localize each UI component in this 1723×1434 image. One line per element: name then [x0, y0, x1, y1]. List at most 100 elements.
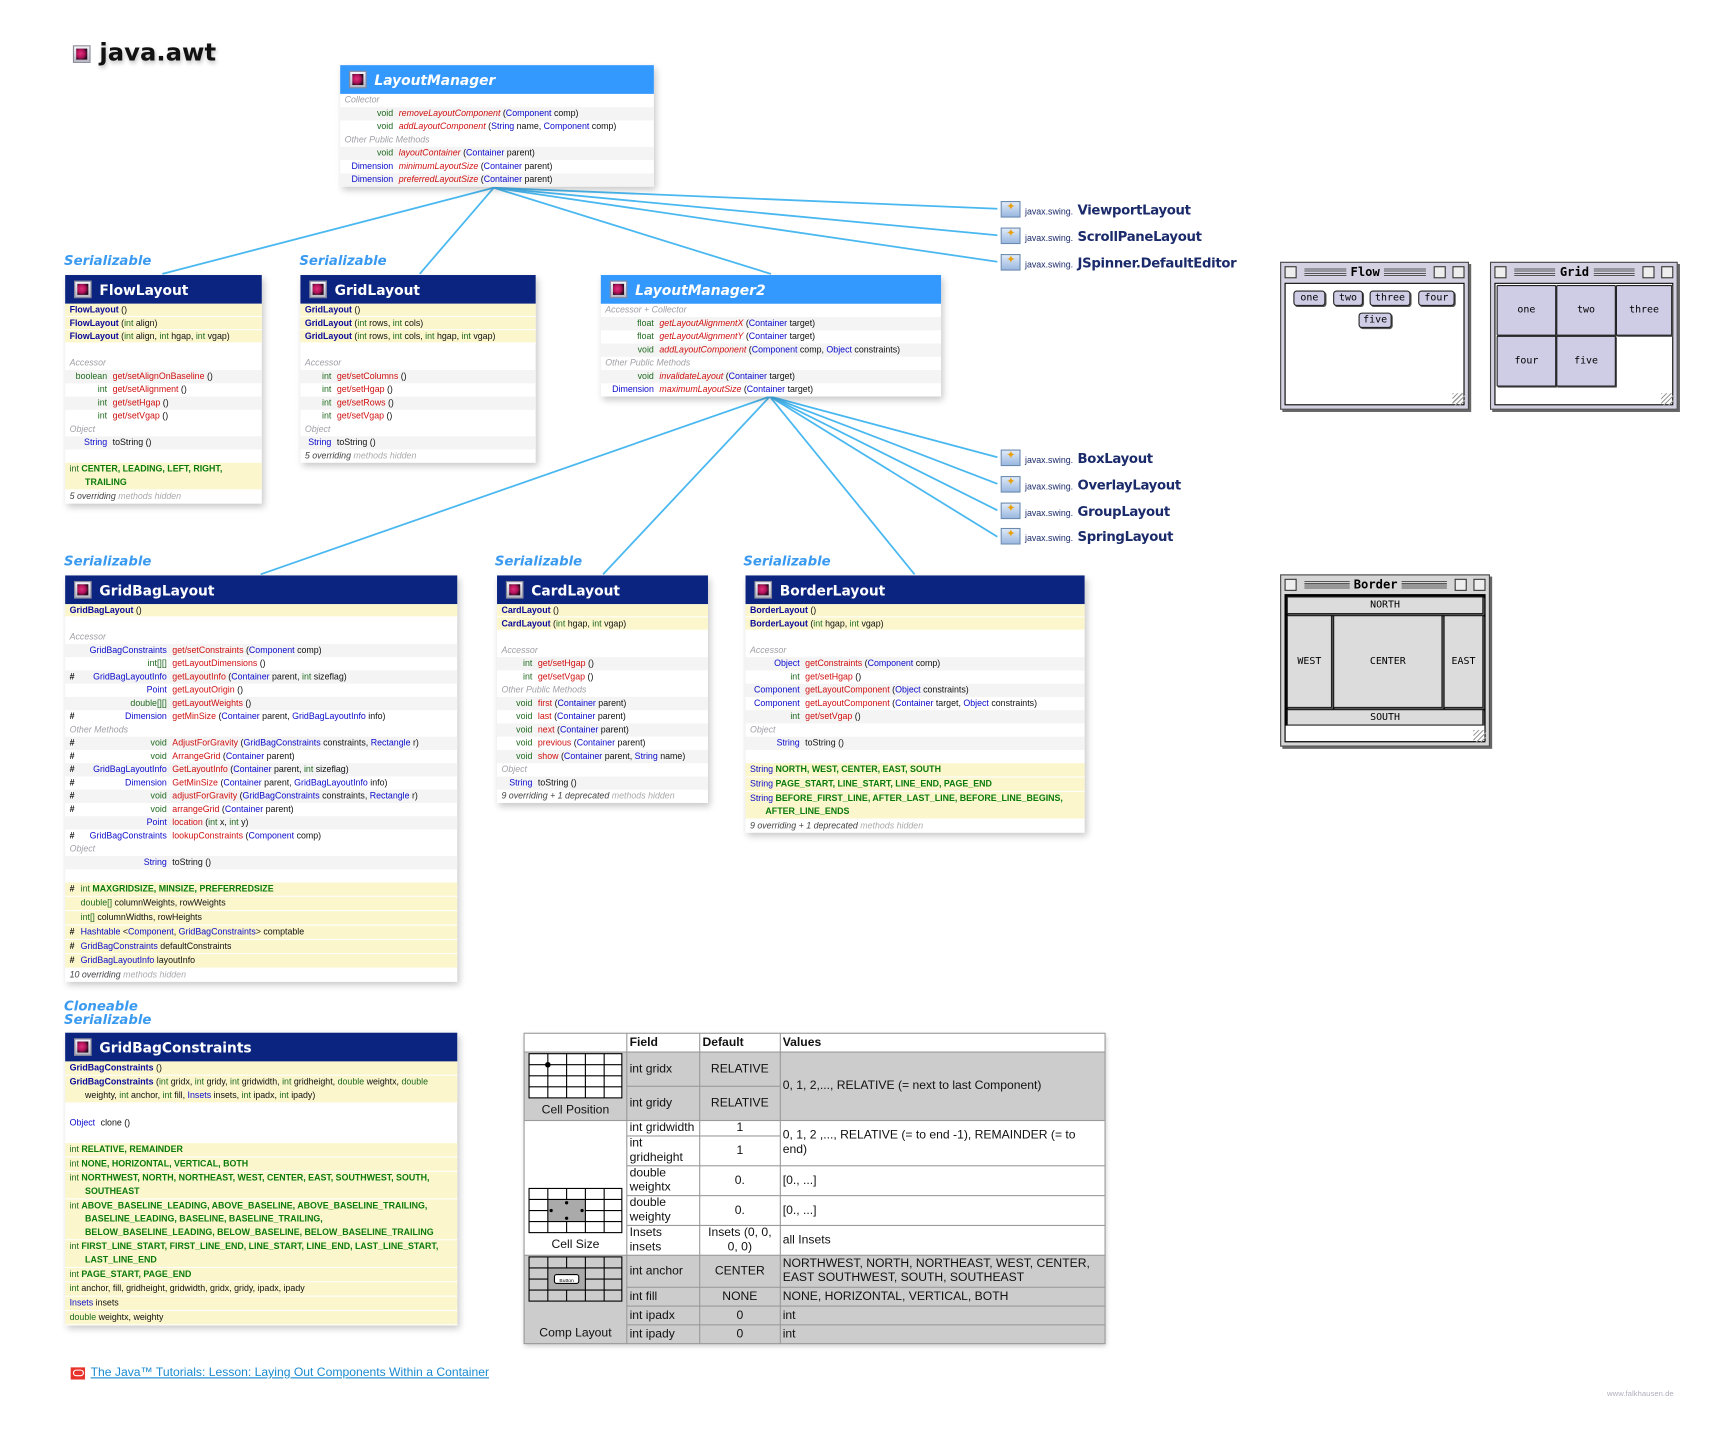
constructor-row[interactable]: CardLayout (): [497, 604, 708, 618]
class-header[interactable]: BorderLayout: [745, 575, 1085, 605]
constructor-row[interactable]: GridBagConstraints (int gridx, int gridy…: [65, 1075, 458, 1104]
method-row[interactable]: int[][]getLayoutDimensions (): [65, 657, 457, 670]
tutorial-link[interactable]: The Java™ Tutorials: Lesson: Laying Out …: [70, 1366, 489, 1380]
constructor-row[interactable]: FlowLayout (): [65, 303, 262, 317]
class-gridbagconstraints[interactable]: GridBagConstraints GridBagConstraints ()…: [65, 1032, 458, 1326]
button-south[interactable]: SOUTH: [1286, 709, 1484, 726]
constructor-row[interactable]: BorderLayout (): [745, 604, 1085, 618]
class-header[interactable]: LayoutManager2: [600, 275, 942, 304]
button-three[interactable]: three: [1615, 284, 1673, 336]
resize-grip-icon[interactable]: [1661, 393, 1674, 406]
class-header[interactable]: GridBagConstraints: [65, 1032, 458, 1062]
class-gridlayout[interactable]: GridLayout GridLayout ()GridLayout (int …: [300, 275, 536, 463]
button-five[interactable]: five: [1556, 335, 1616, 387]
button-five[interactable]: five: [1358, 312, 1392, 329]
field-row[interactable]: int CENTER, LEADING, LEFT, RIGHT, TRAILI…: [65, 462, 262, 491]
constructor-row[interactable]: FlowLayout (int align, int hgap, int vga…: [65, 330, 262, 344]
button-one[interactable]: one: [1293, 290, 1326, 306]
field-row[interactable]: String BEFORE_FIRST_LINE, AFTER_LAST_LIN…: [745, 791, 1085, 820]
link-overlaylayout[interactable]: javax.swing.OverlayLayout: [1000, 475, 1181, 493]
field-row[interactable]: double weightx, weighty: [65, 1311, 458, 1326]
button-two[interactable]: two: [1333, 290, 1363, 306]
button-center[interactable]: CENTER: [1333, 615, 1443, 708]
field-row[interactable]: int NONE, HORIZONTAL, VERTICAL, BOTH: [65, 1157, 458, 1172]
field-row[interactable]: String NORTH, WEST, CENTER, EAST, SOUTH: [745, 763, 1085, 778]
field-row[interactable]: int ABOVE_BASELINE_LEADING, ABOVE_BASELI…: [65, 1199, 458, 1241]
constructor-row[interactable]: FlowLayout (int align): [65, 316, 262, 331]
field-row[interactable]: int PAGE_START, PAGE_END: [65, 1267, 458, 1283]
button-one[interactable]: one: [1496, 284, 1557, 336]
resize-grip-icon[interactable]: [1452, 393, 1465, 406]
button-three[interactable]: three: [1369, 290, 1411, 306]
field-row[interactable]: int anchor, fill, gridheight, gridwidth,…: [65, 1282, 458, 1297]
constructor-row[interactable]: GridBagConstraints (): [65, 1061, 458, 1076]
resize-grip-icon[interactable]: [1473, 730, 1486, 743]
field-row[interactable]: int NORTHWEST, NORTH, NORTHEAST, WEST, C…: [65, 1171, 458, 1200]
class-header[interactable]: CardLayout: [497, 575, 708, 605]
constructor-row[interactable]: GridLayout (): [300, 303, 536, 317]
class-header[interactable]: LayoutManager: [340, 65, 654, 94]
field-row[interactable]: int[] columnWidths, rowHeights: [65, 911, 458, 926]
link-springlayout[interactable]: javax.swing.SpringLayout: [1000, 527, 1173, 545]
button-four[interactable]: four: [1418, 290, 1455, 306]
link-viewportlayout[interactable]: javax.swing.ViewportLayout: [1000, 200, 1191, 218]
class-cardlayout[interactable]: CardLayout CardLayout ()CardLayout (int …: [497, 575, 708, 803]
field-row[interactable]: double[] columnWeights, rowWeights: [65, 896, 458, 912]
constructor-row[interactable]: GridLayout (int rows, int cols, int hgap…: [300, 330, 536, 344]
class-header[interactable]: FlowLayout: [65, 275, 262, 304]
constructor-row[interactable]: GridBagLayout (): [65, 604, 458, 618]
button-north[interactable]: NORTH: [1286, 596, 1484, 615]
field-row[interactable]: #GridBagConstraints defaultConstraints: [65, 939, 458, 955]
link-jspinner-defaulteditor[interactable]: javax.swing.JSpinner.DefaultEditor: [1000, 253, 1237, 271]
field-row[interactable]: int FIRST_LINE_START, FIRST_LINE_END, LI…: [65, 1240, 458, 1268]
constructor-row[interactable]: GridLayout (int rows, int cols): [300, 316, 536, 331]
field-row[interactable]: #GridBagLayoutInfo layoutInfo: [65, 954, 458, 969]
button-east[interactable]: EAST: [1443, 615, 1484, 708]
link-scrollpanelayout[interactable]: javax.swing.ScrollPaneLayout: [1000, 226, 1202, 245]
button-west[interactable]: WEST: [1286, 615, 1333, 708]
class-flowlayout[interactable]: FlowLayout FlowLayout ()FlowLayout (int …: [65, 275, 262, 504]
field-row[interactable]: Insets insets: [65, 1296, 458, 1312]
